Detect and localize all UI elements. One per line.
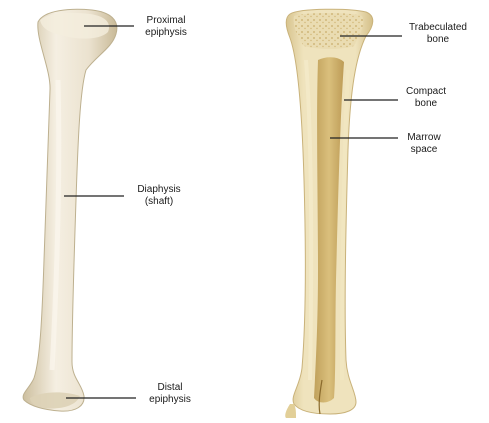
sectioned-bone (285, 9, 373, 418)
label-trabeculated-line2: bone (398, 34, 478, 46)
label-marrow-space: Marrow space (396, 132, 452, 156)
label-marrow-line1: Marrow (396, 132, 452, 144)
label-trabeculated-line1: Trabeculated (398, 22, 478, 34)
label-compact-line1: Compact (396, 86, 456, 98)
label-marrow-line2: space (396, 144, 452, 156)
label-proximal-epiphysis: Proximal epiphysis (128, 15, 204, 39)
label-compact-line2: bone (396, 98, 456, 110)
label-diaphysis-line2: (shaft) (127, 196, 191, 208)
label-proximal-line2: epiphysis (128, 27, 204, 39)
label-proximal-line1: Proximal (128, 15, 204, 27)
label-distal-line1: Distal (130, 382, 210, 394)
whole-bone (23, 9, 117, 411)
label-diaphysis-line1: Diaphysis (127, 184, 191, 196)
trabeculated-region (294, 13, 364, 49)
label-distal-line2: epiphysis (130, 394, 210, 406)
label-diaphysis: Diaphysis (shaft) (127, 184, 191, 208)
label-compact-bone: Compact bone (396, 86, 456, 110)
whole-bone-outline (23, 9, 117, 411)
distal-tip (285, 404, 296, 418)
label-trabeculated-bone: Trabeculated bone (398, 22, 478, 46)
label-distal-epiphysis: Distal epiphysis (130, 382, 210, 406)
